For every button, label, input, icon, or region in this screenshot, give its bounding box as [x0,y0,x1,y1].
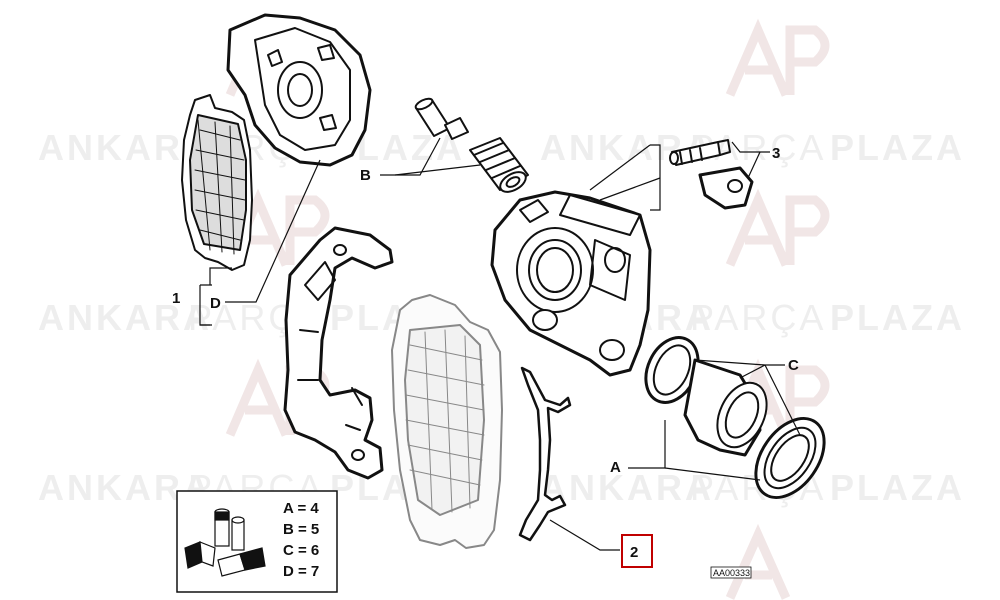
caliper-bracket-icon [283,226,394,480]
piston-icon [683,358,768,457]
legend-row: D = 7 [283,563,319,580]
caliper-housing-top-icon [226,13,372,167]
reference-code: AA00333 [710,566,752,579]
bleeder-cap-icon [698,166,754,210]
callout-label-a: A [610,459,621,476]
bleeder-screw-icon [669,139,731,166]
callout-label-c: C [788,357,799,374]
legend-row: C = 6 [283,542,319,559]
brake-pad-left-icon [181,94,253,271]
callout-label-3: 3 [772,145,780,162]
watermark-logo-icon [725,18,830,97]
callout-label-1: 1 [172,290,180,307]
callout-label-2: 2 [630,544,638,561]
watermark-brand-left: ANKARA [540,467,714,508]
reference-code-text: AA00333 [713,568,750,578]
guide-pin-icon [414,97,469,140]
highlight-box [621,534,653,568]
watermark-brand-right: PLAZA [830,297,965,338]
watermark-logo-icon [725,523,791,600]
dust-boot-bellows-icon [469,137,529,193]
parts-kit-icon [184,508,266,577]
legend-row: B = 5 [283,521,319,538]
watermark-brand-right: PLAZA [830,467,965,508]
callout-label-b: B [360,167,371,184]
dust-seal-ring-icon [754,417,826,499]
anti-rattle-spring-icon [518,366,572,542]
leader-lines [199,137,801,551]
watermark-brand-right: PLAZA [830,127,965,168]
watermark-logo-icon [725,188,830,267]
legend-row: A = 4 [283,500,319,517]
caliper-body-icon [490,190,652,377]
brake-pad-outer-icon [391,294,503,549]
watermark-brand-left: ANKARA [38,297,212,338]
legend-box: A = 4 B = 5 C = 6 D = 7 [176,490,338,593]
watermark-brand-mid: PARÇA [690,297,826,338]
watermark-brand-left: ANKARA [38,127,212,168]
piston-seal-ring-icon [644,336,700,404]
callout-label-d: D [210,295,221,312]
